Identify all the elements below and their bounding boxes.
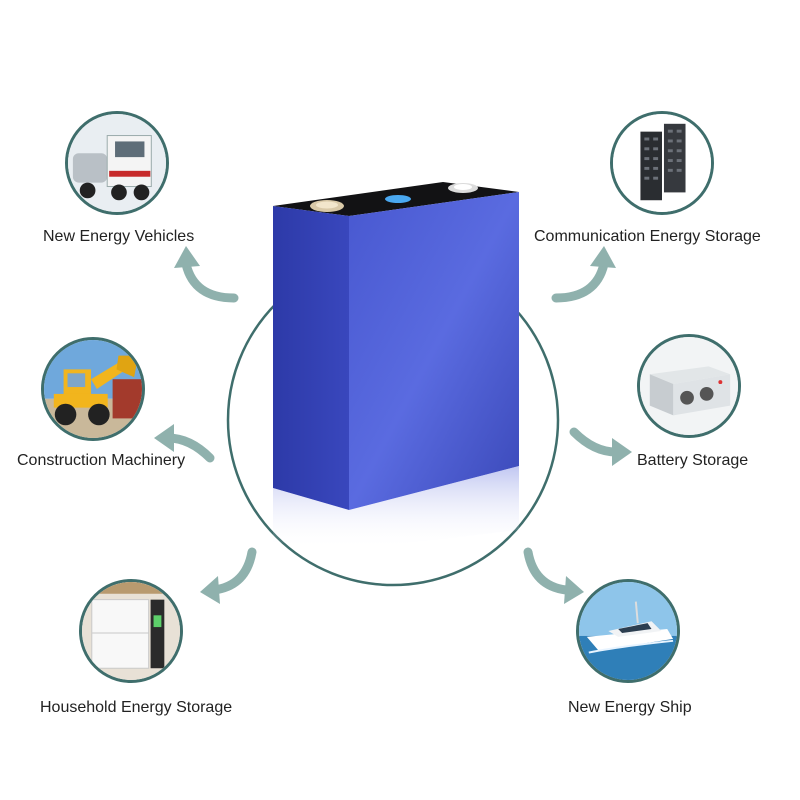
yacht-thumbnail	[576, 579, 680, 683]
wheel-loader-icon	[44, 340, 142, 438]
battery-cell-image	[273, 182, 519, 550]
arrow-to-household-icon	[196, 546, 266, 606]
wheel-loader-thumbnail	[41, 337, 145, 441]
label-communication-energy-storage: Communication Energy Storage	[534, 228, 761, 245]
label-new-energy-vehicles: New Energy Vehicles	[43, 228, 195, 245]
battery-cabinet-icon	[640, 337, 738, 435]
arrow-to-vehicles-icon	[172, 244, 242, 304]
label-new-energy-ship: New Energy Ship	[568, 699, 692, 716]
arrow-to-ship-icon	[518, 546, 588, 606]
battery-cabinet-thumbnail	[637, 334, 741, 438]
arrow-to-construction-icon	[150, 418, 220, 478]
truck-icon	[68, 114, 166, 212]
arrow-to-battery-storage-icon	[566, 418, 636, 478]
label-household-energy-storage: Household Energy Storage	[40, 699, 233, 716]
rack-battery-thumbnail	[610, 111, 714, 215]
arrow-to-communication-icon	[548, 244, 618, 304]
yacht-icon	[579, 582, 677, 680]
home-storage-thumbnail	[79, 579, 183, 683]
label-battery-storage: Battery Storage	[637, 452, 749, 469]
truck-thumbnail	[65, 111, 169, 215]
rack-battery-icon	[613, 114, 711, 212]
label-construction-machinery: Construction Machinery	[17, 452, 186, 469]
home-storage-icon	[82, 582, 180, 680]
